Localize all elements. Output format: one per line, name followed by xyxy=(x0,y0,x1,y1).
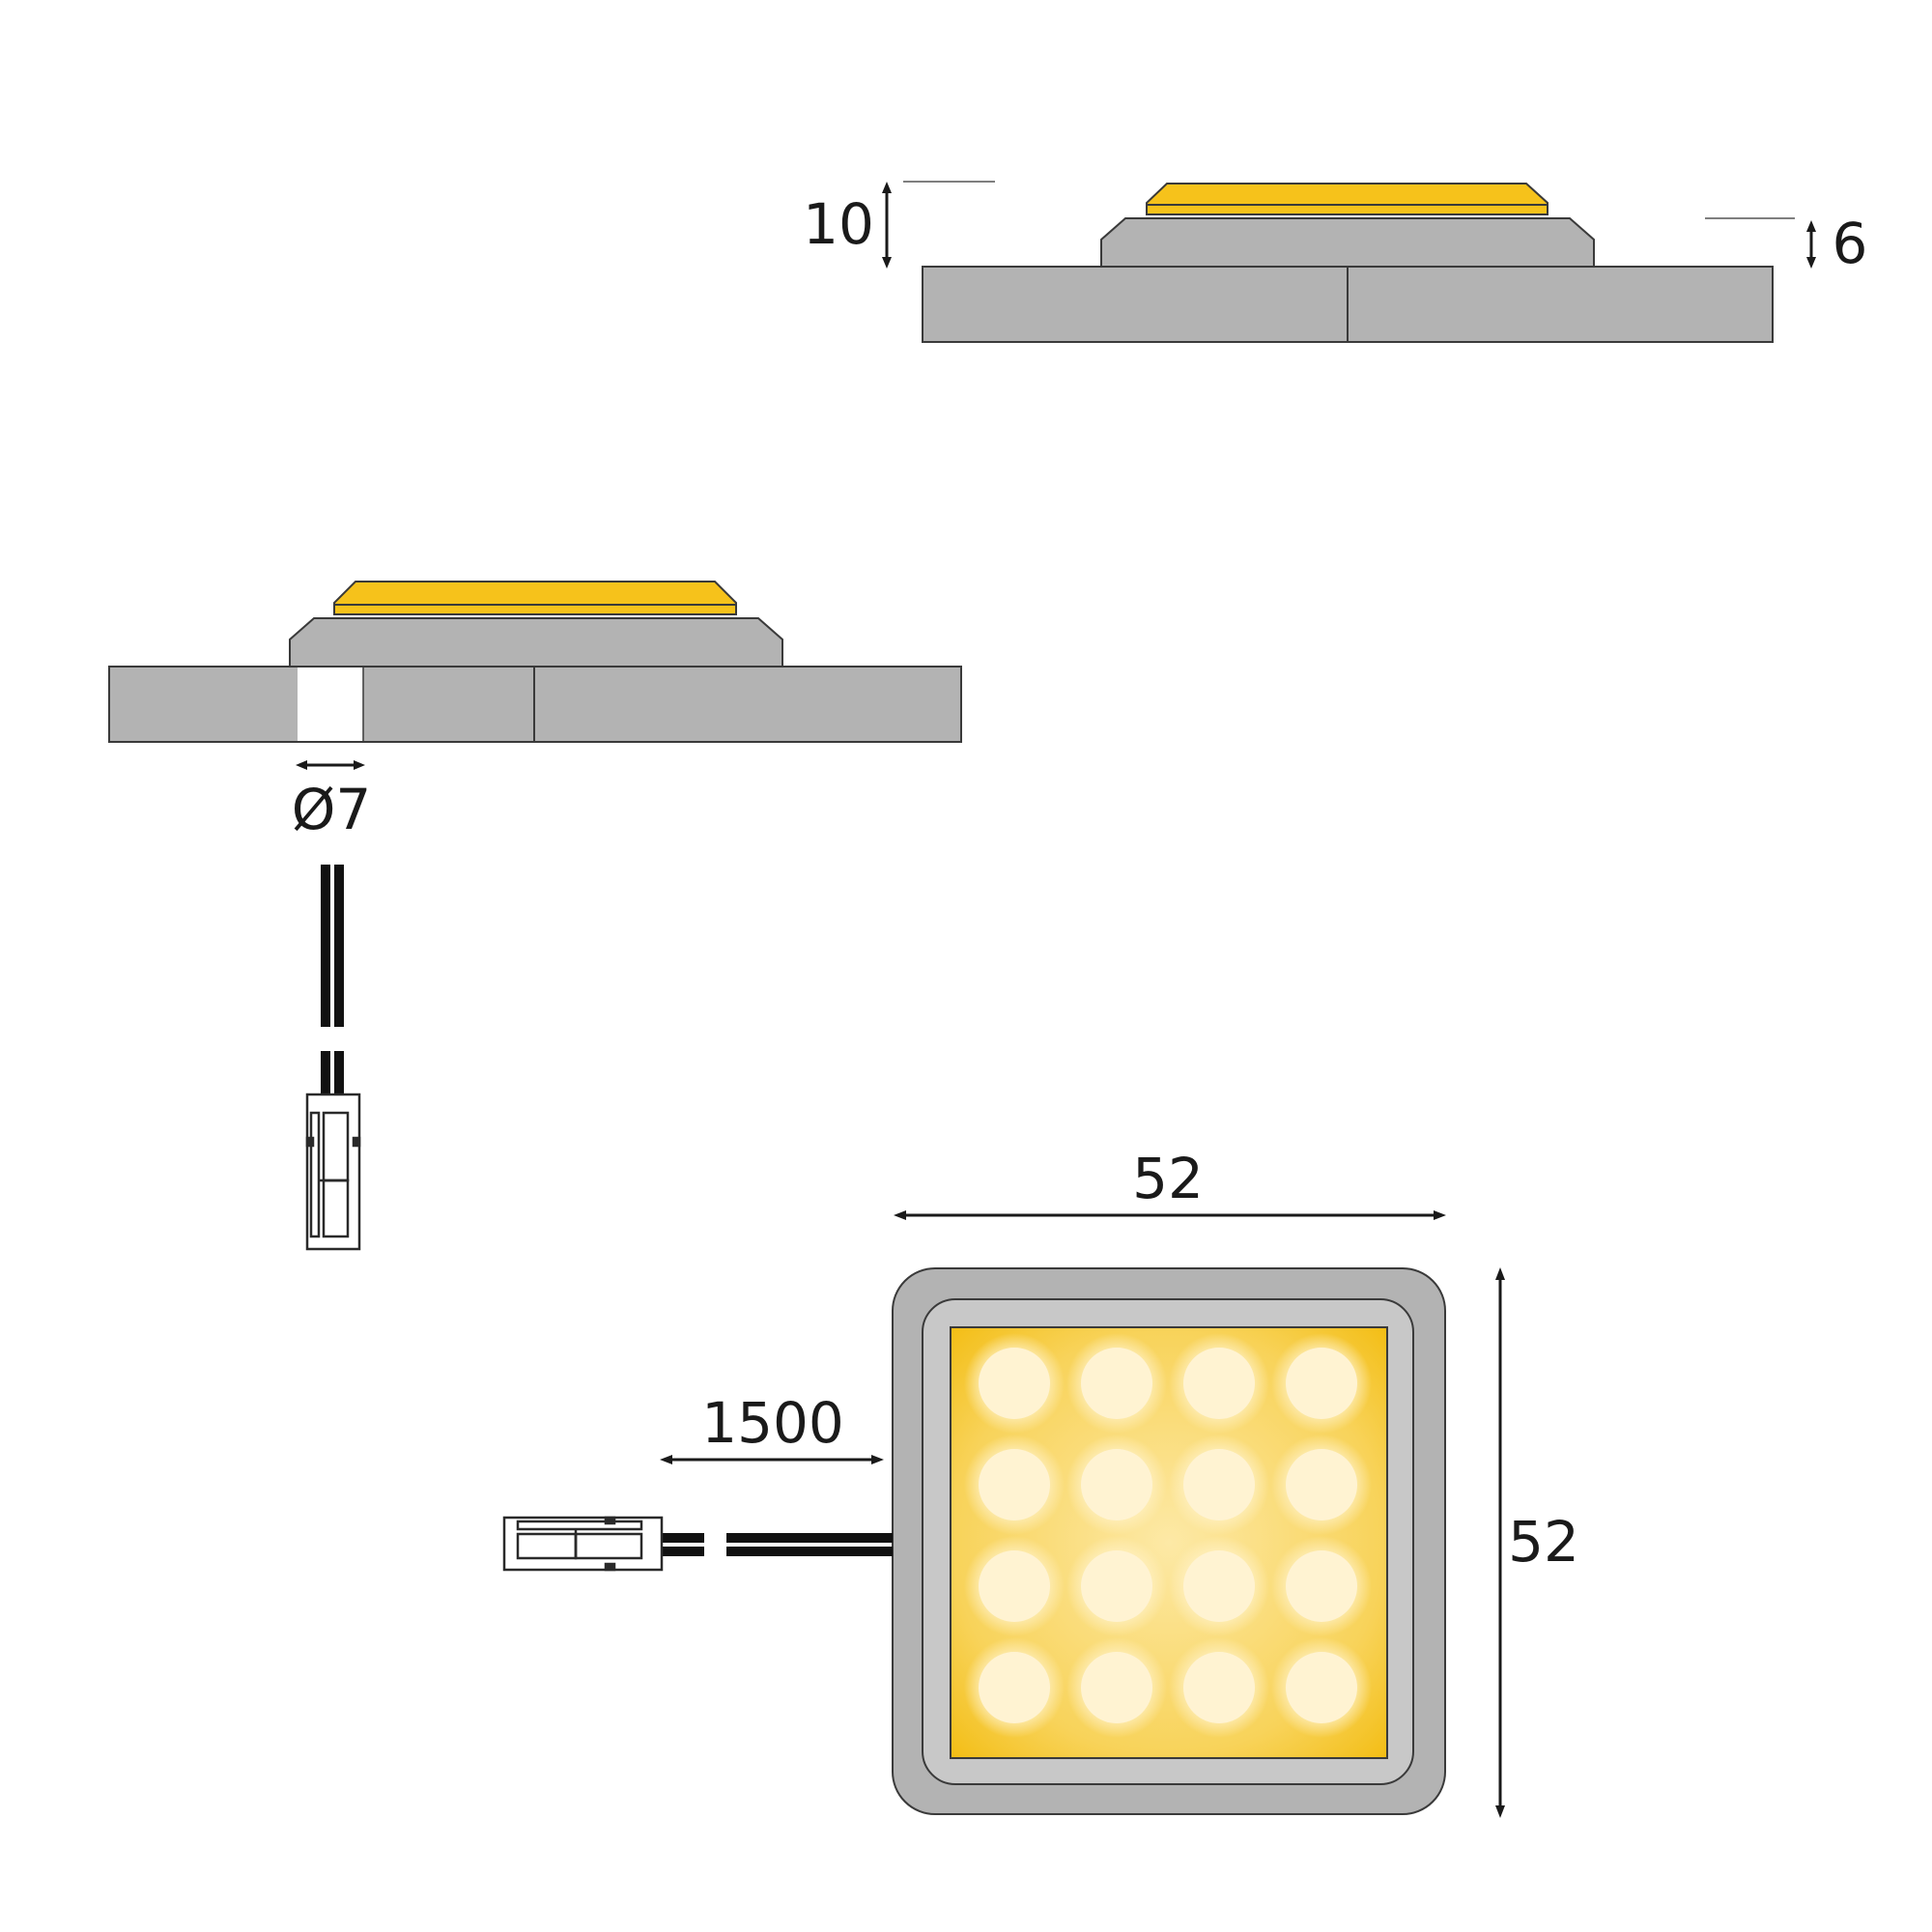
led-chip xyxy=(1286,1348,1357,1419)
led-chip xyxy=(1081,1348,1152,1419)
dim-total-height: 10 xyxy=(803,191,874,257)
dim-depth: 52 xyxy=(1508,1509,1579,1575)
led-grid xyxy=(964,1333,1372,1738)
dim-hole-diameter: Ø7 xyxy=(292,777,372,842)
connector-horizontal xyxy=(502,1516,664,1572)
led-chip xyxy=(1286,1449,1357,1520)
led-chip xyxy=(1183,1449,1255,1520)
led-chip xyxy=(979,1348,1050,1419)
dim-width: 52 xyxy=(1132,1146,1204,1211)
led-chip xyxy=(1183,1652,1255,1723)
led-chip xyxy=(1081,1550,1152,1622)
lens xyxy=(1146,183,1548,215)
cable-horizontal xyxy=(662,1533,893,1556)
led-chip xyxy=(1286,1550,1357,1622)
connector-vertical xyxy=(305,1093,361,1251)
lens xyxy=(333,581,737,615)
led-chip xyxy=(1081,1652,1152,1723)
dim-cable-length: 1500 xyxy=(701,1390,844,1456)
led-chip xyxy=(1286,1652,1357,1723)
led-chip xyxy=(979,1449,1050,1520)
light-body xyxy=(289,617,783,668)
front-view: 52 52 1500 xyxy=(502,1146,1579,1818)
led-chip xyxy=(1183,1348,1255,1419)
cable-hole xyxy=(298,668,363,741)
light-body xyxy=(1100,217,1595,268)
side-view-with-hole: Ø7 xyxy=(108,581,962,1251)
led-chip xyxy=(979,1652,1050,1723)
led-chip xyxy=(979,1550,1050,1622)
dim-body-height: 6 xyxy=(1833,211,1868,276)
led-chip xyxy=(1081,1449,1152,1520)
side-view-top: 10 6 xyxy=(803,181,1868,343)
cable-vertical xyxy=(321,865,344,1094)
led-chip xyxy=(1183,1550,1255,1622)
